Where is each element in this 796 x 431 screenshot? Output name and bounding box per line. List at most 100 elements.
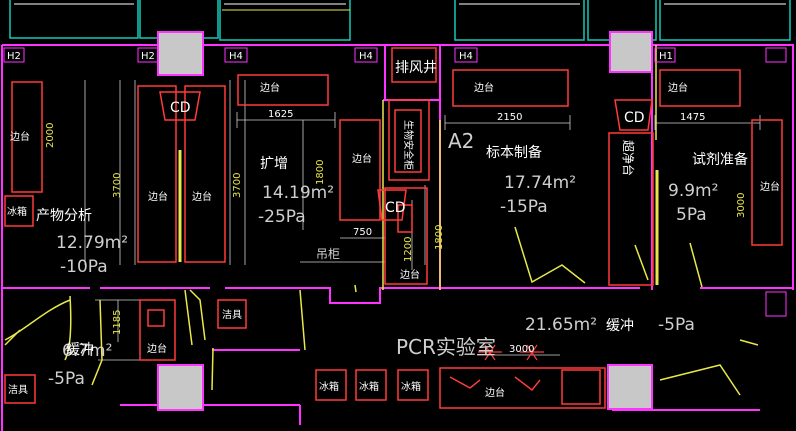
room-name: 缓冲 — [66, 342, 94, 358]
dim-3000-horizontal: 3000 — [509, 344, 534, 355]
h4-tag-2: H4 — [359, 51, 373, 62]
hanging-cabinet-label: 吊柜 — [316, 247, 340, 261]
bench-col-b — [184, 85, 226, 263]
column-3 — [157, 364, 204, 411]
ultra-clean-bench-label: 超净台 — [621, 140, 636, 176]
bench-label-3: 边台 — [668, 81, 688, 94]
bench-buffer-left — [139, 299, 176, 361]
dimension-texts: 1625 2150 1475 750 3000 2000 3700 3700 1… — [45, 109, 747, 355]
dim-1625: 1625 — [268, 109, 293, 120]
column-1 — [157, 31, 204, 76]
room-pressure: -25Pa — [258, 207, 306, 227]
room-pressure: -10Pa — [60, 257, 108, 277]
cleaning-tools-label-2: 洁具 — [8, 383, 28, 396]
cleaning-tools-label-1: 洁具 — [222, 308, 242, 321]
column-2 — [609, 31, 653, 73]
bench-label-10: 边台 — [485, 386, 505, 399]
h2-tag-2: H2 — [141, 51, 155, 62]
room-name: 缓冲 — [606, 318, 634, 334]
partitions — [4, 45, 759, 396]
column-4 — [607, 364, 653, 410]
fridge-label-2: 冰箱 — [359, 380, 379, 393]
bench-label-4: 边台 — [10, 130, 30, 143]
room-area: 6.7m² — [62, 341, 112, 361]
room-buffer-left: 6.7m² 缓冲 -5Pa — [48, 341, 112, 389]
h-tags — [3, 47, 787, 317]
bench-top-reagent — [659, 69, 741, 107]
dim-2150: 2150 — [497, 112, 522, 123]
bench-label-1: 边台 — [260, 81, 280, 94]
bsc-box — [388, 99, 430, 181]
dim-1200: 1200 — [403, 237, 414, 262]
dim-1475: 1475 — [680, 112, 705, 123]
room-pressure: -5Pa — [48, 369, 85, 389]
dimension-lines — [84, 80, 761, 361]
room-area: 17.74m² — [504, 173, 576, 193]
room-name: 扩增 — [260, 156, 288, 172]
cd-fixtures — [159, 91, 653, 392]
bench-reagent-right — [751, 119, 783, 246]
h4-tag-1: H4 — [229, 51, 243, 62]
fridge-box-3 — [397, 369, 429, 401]
red-marks — [478, 344, 544, 361]
ultra-clean-bench — [608, 132, 654, 286]
dim-1800-a: 1800 — [315, 160, 326, 185]
dim-750: 750 — [353, 227, 372, 238]
columns — [157, 31, 653, 411]
bench-label-5: 边台 — [148, 190, 168, 203]
room-buffer-right: 21.65m² 缓冲 -5Pa — [525, 315, 695, 335]
dim-2000: 2000 — [45, 123, 56, 148]
room-pressure: -5Pa — [658, 315, 695, 335]
bench-label-8: 边台 — [760, 180, 780, 193]
labels: H2 H2 H4 H4 H4 H1 排风井 边台 边台 边台 边台 边台 边台 … — [7, 51, 780, 399]
sink-box — [561, 369, 601, 405]
fridge-box-1 — [315, 369, 347, 401]
fridge-label-1: 冰箱 — [319, 380, 339, 393]
room-area: 9.9m² — [668, 181, 718, 201]
dim-1800-b: 1800 — [434, 225, 445, 250]
bench-amp-right — [339, 119, 381, 221]
dim-3700-a: 3700 — [112, 173, 123, 198]
fridge-label-3: 冰箱 — [401, 380, 421, 393]
room-name: 标本制备 — [486, 144, 542, 161]
biosafety-cabinet-label: 生物安全柜 — [402, 120, 415, 170]
dim-3700-b: 3700 — [232, 173, 243, 198]
bench-pcr — [439, 367, 606, 409]
sink-small — [147, 309, 165, 327]
bench-left — [11, 81, 43, 193]
bench-label-9: 边台 — [147, 342, 167, 355]
bench-top-spec — [452, 69, 569, 107]
dim-1185: 1185 — [112, 310, 123, 335]
room-area: 21.65m² — [525, 315, 597, 335]
bench-col-a — [137, 85, 177, 263]
room-product-analysis: 产物分析 12.79m² -10Pa — [36, 208, 128, 277]
cleaning-box-left — [4, 374, 36, 404]
cd-label-3: CD — [624, 110, 645, 126]
pcr-lab-label: PCR实验室 — [396, 335, 496, 359]
cd-label-1: CD — [170, 100, 191, 116]
h2-tag-1: H2 — [7, 51, 21, 62]
room-reagent-prep: 试剂准备 9.9m² 5Pa — [668, 151, 748, 225]
cleaning-box-mid — [217, 299, 247, 329]
benches — [4, 47, 783, 409]
room-pressure: -15Pa — [500, 197, 548, 217]
room-name: 产物分析 — [36, 208, 92, 224]
room-pressure: 5Pa — [676, 205, 707, 225]
bench-top-amp — [237, 74, 329, 106]
fridge-label-0: 冰箱 — [7, 205, 27, 218]
bench-label-11: 边台 — [400, 268, 420, 281]
bench-label-2: 边台 — [474, 81, 494, 94]
bench-small — [384, 187, 428, 285]
fridge-box-2 — [355, 369, 387, 401]
bench-label-6: 边台 — [192, 190, 212, 203]
bench-label-7: 边台 — [352, 152, 372, 165]
room-name: 试剂准备 — [692, 151, 748, 168]
h1-tag: H1 — [659, 51, 673, 62]
room-amplification: 扩增 14.19m² -25Pa — [258, 156, 334, 227]
room-specimen-prep: 标本制备 17.74m² -15Pa — [486, 144, 576, 217]
cd-label-2: CD — [385, 200, 406, 216]
room-area: 14.19m² — [262, 183, 334, 203]
h4-tag-3: H4 — [459, 51, 473, 62]
zone-a2-label: A2 — [448, 129, 474, 153]
